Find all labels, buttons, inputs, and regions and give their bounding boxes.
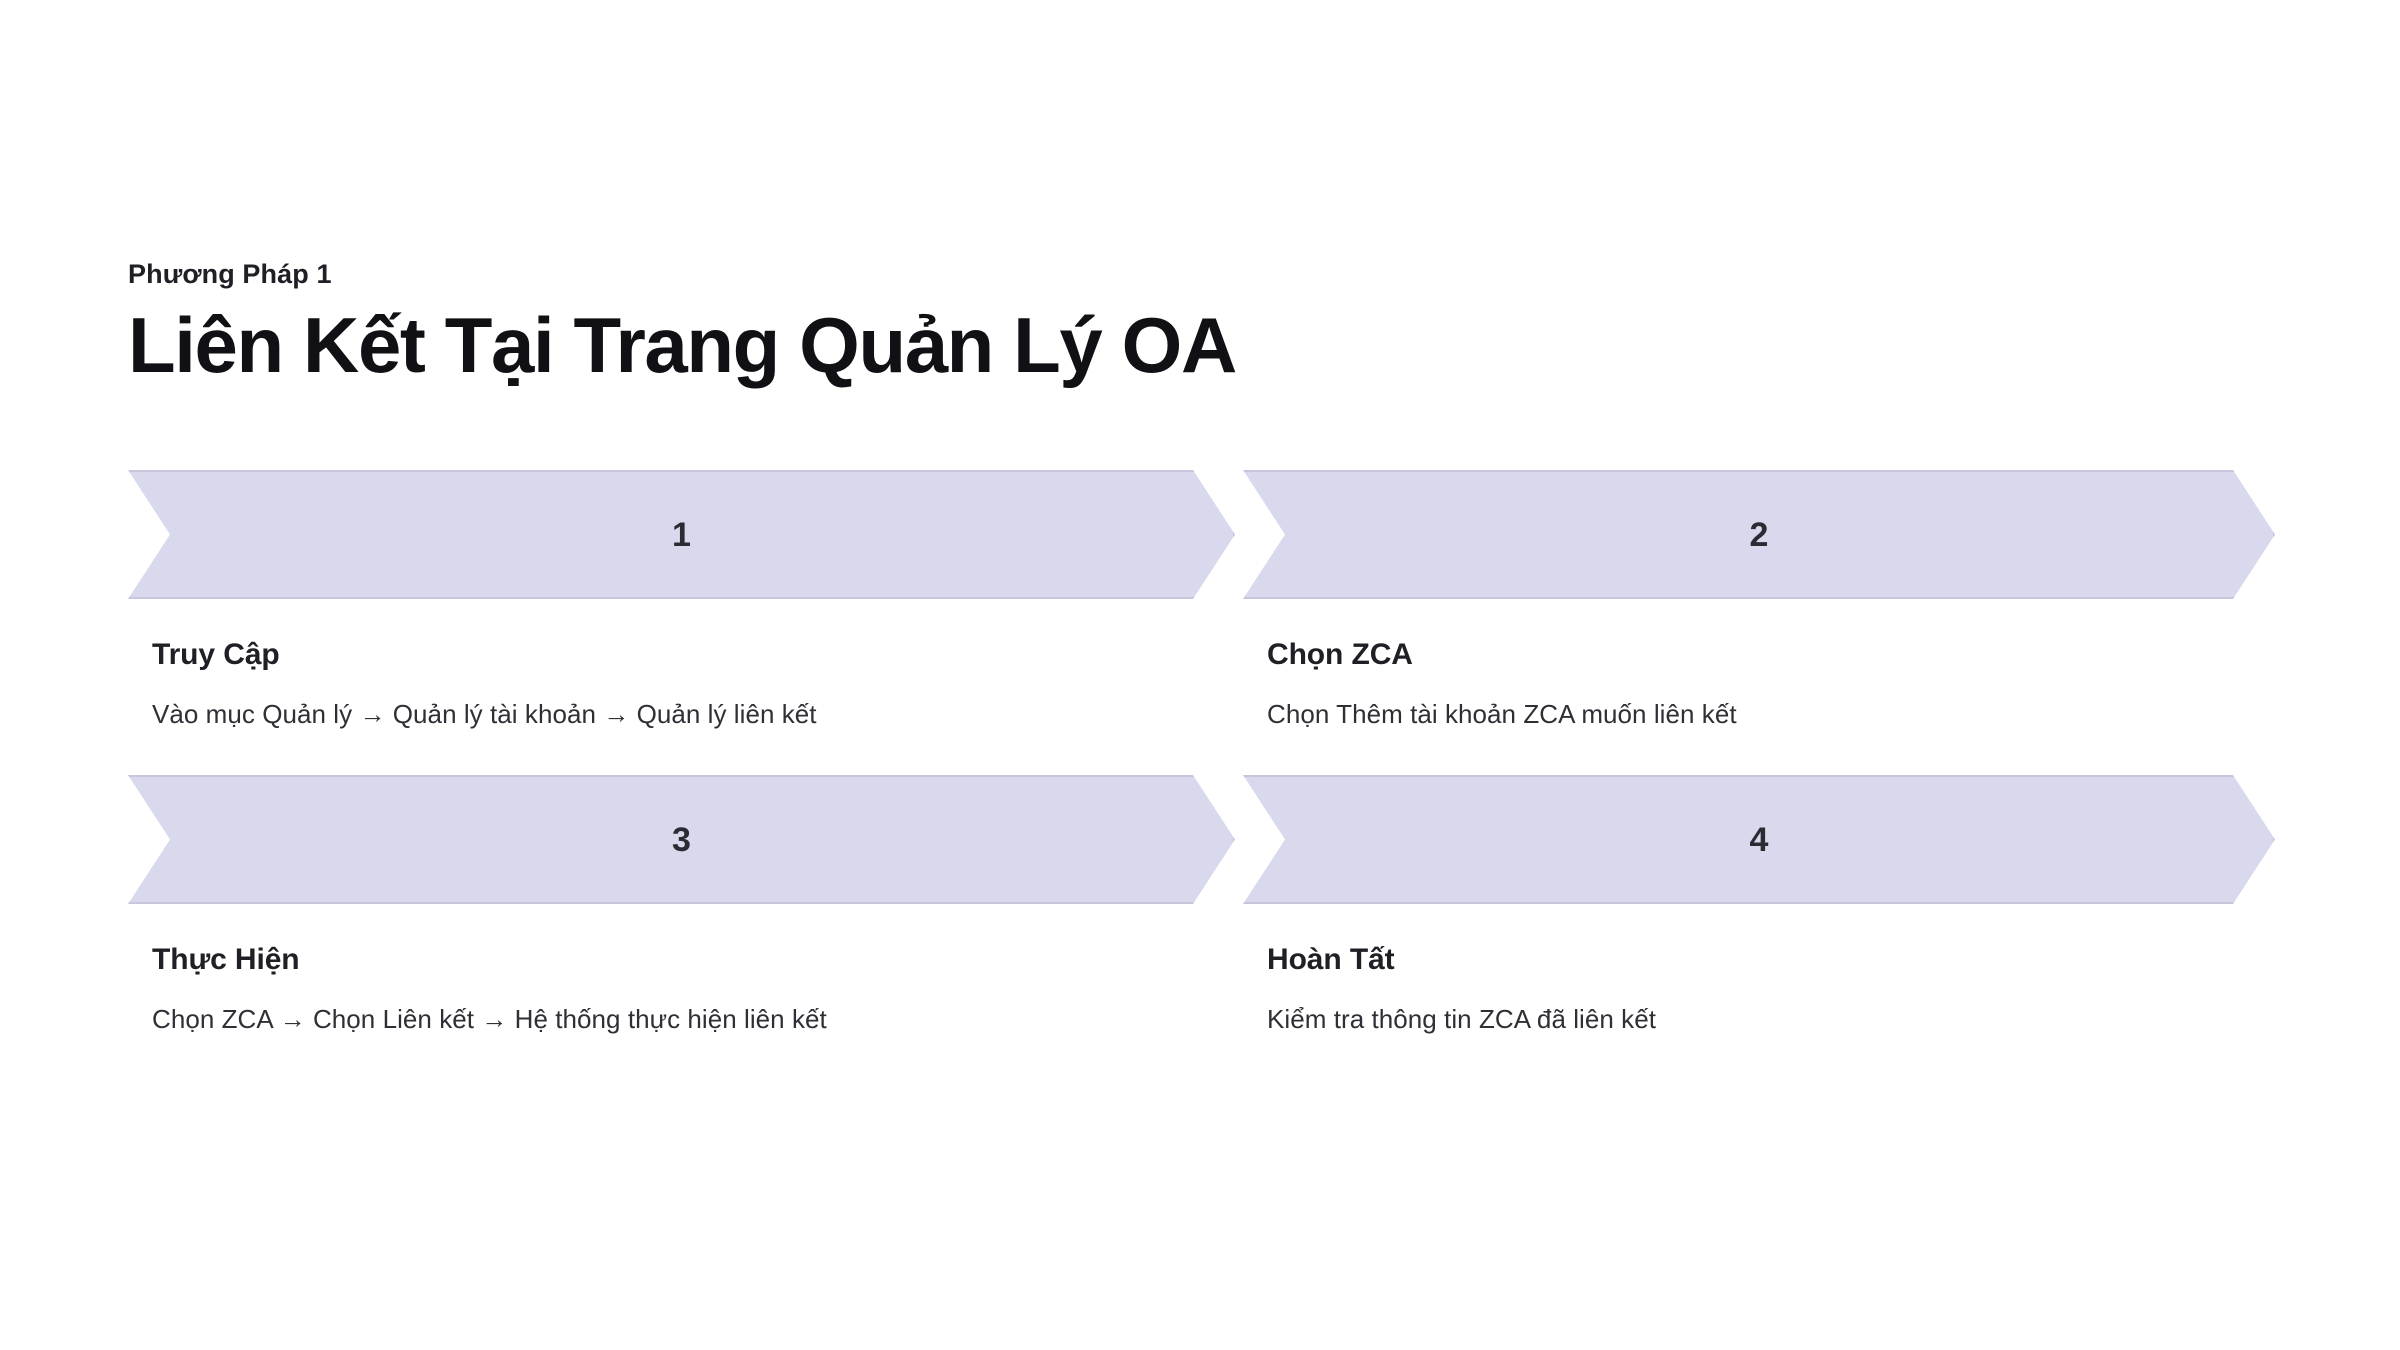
step-description-4: Kiểm tra thông tin ZCA đã liên kết [1267, 1004, 1657, 1034]
step-description-2: Chọn Thêm tài khoản ZCA muốn liên kết [1267, 699, 1737, 729]
step-card-1[interactable]: 1 Truy Cập Vào mục Quản lý → Quản lý tài… [128, 470, 1235, 732]
step-heading-1: Truy Cập [152, 638, 280, 671]
chevron-banner-1: 1 [128, 470, 1235, 599]
chevron-banner-4: 4 [1243, 775, 2275, 904]
step-number-2: 2 [1749, 515, 1769, 554]
step-card-2[interactable]: 2 Chọn ZCA Chọn Thêm tài khoản ZCA muốn … [1243, 470, 2275, 732]
step-description-1: Vào mục Quản lý → Quản lý tài khoản → Qu… [152, 699, 817, 729]
step-row-1: 1 Truy Cập Vào mục Quản lý → Quản lý tài… [0, 470, 2400, 775]
step-body-2: Chọn ZCA Chọn Thêm tài khoản ZCA muốn li… [1243, 599, 2275, 732]
eyebrow-label: Phương Pháp 1 [128, 259, 332, 289]
step-row-2: 3 Thực Hiện Chọn ZCA → Chọn Liên kết → H… [0, 775, 2400, 1080]
step-body-3: Thực Hiện Chọn ZCA → Chọn Liên kết → Hệ … [128, 904, 1235, 1037]
step-heading-4: Hoàn Tất [1267, 943, 1395, 976]
chevron-banner-2: 2 [1243, 470, 2275, 599]
step-description-3: Chọn ZCA → Chọn Liên kết → Hệ thống thực… [152, 1004, 827, 1034]
steps-container: 1 Truy Cập Vào mục Quản lý → Quản lý tài… [0, 470, 2400, 1080]
step-body-4: Hoàn Tất Kiểm tra thông tin ZCA đã liên … [1243, 904, 2275, 1037]
step-card-3[interactable]: 3 Thực Hiện Chọn ZCA → Chọn Liên kết → H… [128, 775, 1235, 1037]
step-heading-2: Chọn ZCA [1267, 638, 1413, 671]
step-number-4: 4 [1749, 820, 1769, 859]
step-heading-3: Thực Hiện [152, 943, 300, 976]
slide-header: Phương Pháp 1 Liên Kết Tại Trang Quản Lý… [128, 258, 2288, 384]
step-body-1: Truy Cập Vào mục Quản lý → Quản lý tài k… [128, 599, 1235, 732]
chevron-banner-3: 3 [128, 775, 1235, 904]
step-card-4[interactable]: 4 Hoàn Tất Kiểm tra thông tin ZCA đã liê… [1243, 775, 2275, 1037]
step-number-3: 3 [671, 820, 692, 859]
page-title: Liên Kết Tại Trang Quản Lý OA [128, 301, 1237, 390]
step-number-1: 1 [671, 515, 692, 554]
